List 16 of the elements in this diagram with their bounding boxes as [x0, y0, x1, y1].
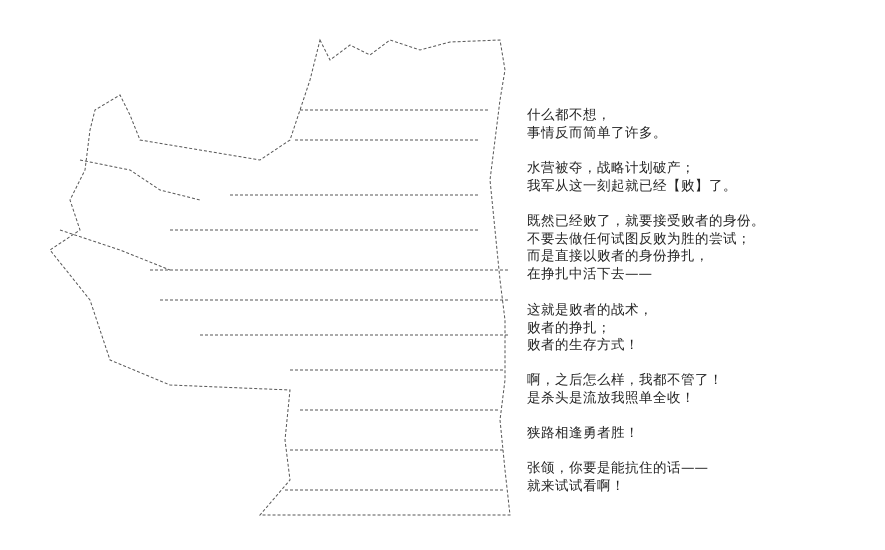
dialogue-text: 而是直接以败者的身份挣扎， — [527, 248, 709, 265]
dialogue-text: 是杀头是流放我照单全收！ — [527, 390, 695, 407]
dialogue-text: 张颌，你要是能抗住的话—— — [527, 460, 708, 477]
dialogue-text: 狭路相逢勇者胜！ — [527, 425, 639, 442]
dialogue-text: 败者的生存方式！ — [527, 337, 639, 354]
dialogue-text: 啊，之后怎么样，我都不管了！ — [527, 372, 723, 389]
dialogue-text: 我军从这一刻起就已经【败】了。 — [527, 178, 737, 195]
dialogue-text: 水营被夺，战略计划破产； — [527, 160, 695, 177]
dialogue-text: 既然已经败了，就要接受败者的身份。 — [527, 213, 765, 230]
dialogue-text: 在挣扎中活下去—— — [527, 266, 652, 283]
dialogue-text: 什么都不想， — [527, 107, 611, 124]
dialogue-text: 这就是败者的战术， — [527, 302, 653, 319]
dialogue-text: 败者的挣扎； — [527, 320, 611, 337]
dialogue-text: 事情反而简单了许多。 — [527, 125, 667, 142]
dialogue-text: 就来试试看啊！ — [527, 478, 625, 495]
dialogue-text: 不要去做任何试图反败为胜的尝试； — [527, 231, 751, 248]
